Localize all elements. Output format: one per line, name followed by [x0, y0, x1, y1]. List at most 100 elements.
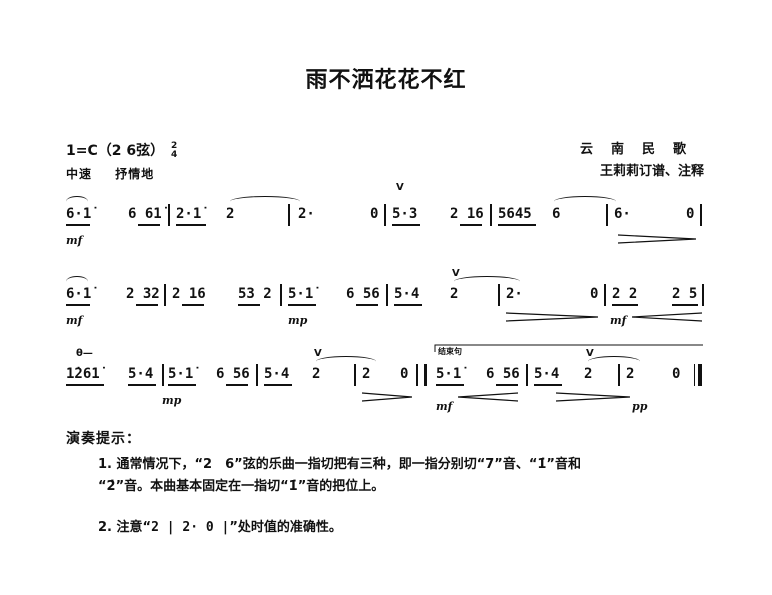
ornament-mark: V	[586, 348, 594, 359]
decrescendo-hairpin	[506, 312, 598, 322]
underline	[460, 224, 482, 226]
barline	[162, 364, 164, 386]
tempo-text: 中速	[66, 167, 93, 181]
barline	[702, 284, 704, 306]
time-sig-top: 2	[170, 141, 178, 151]
underline	[66, 224, 90, 226]
tip-2-prefix: 2. 注意“	[98, 520, 152, 535]
note-group: 6 56	[346, 286, 380, 302]
slur	[66, 276, 88, 287]
note-group: 5·4	[394, 286, 420, 302]
tip-2-suffix: ”处时值的准确性。	[229, 520, 342, 535]
final-barline	[694, 364, 702, 386]
ornament-mark: V	[396, 182, 404, 193]
underline	[496, 384, 518, 386]
note-group: 0	[370, 206, 379, 222]
time-signature: 2 4	[171, 142, 177, 160]
note-group: 5·4	[128, 366, 154, 382]
note-group: 2 16	[172, 286, 206, 302]
repeat-barline	[416, 364, 427, 386]
decrescendo-hairpin	[618, 234, 696, 244]
barline	[498, 284, 500, 306]
underline	[392, 224, 420, 226]
note-group: 0	[672, 366, 681, 382]
song-title: 雨不洒花花不红	[305, 68, 467, 93]
tie	[588, 356, 640, 367]
dynamic-marking: mf	[436, 400, 453, 413]
ornament-mark: V	[314, 348, 322, 359]
note-group: 5·4	[264, 366, 290, 382]
ornament-mark: V	[452, 268, 460, 279]
note-group: 0	[686, 206, 695, 222]
performance-tips-title: 演奏提示：	[66, 431, 141, 447]
decrescendo-hairpin	[556, 392, 630, 402]
barline	[384, 204, 386, 226]
note-group: 5645	[498, 206, 532, 222]
tie	[454, 276, 520, 287]
underline	[288, 304, 316, 306]
note-group: 2	[226, 206, 235, 222]
barline	[490, 204, 492, 226]
note-group: 2	[450, 286, 459, 302]
barline	[280, 284, 282, 306]
dynamic-marking: mp	[162, 394, 182, 407]
barline	[354, 364, 356, 386]
note-group: 2	[626, 366, 635, 382]
underline	[138, 224, 160, 226]
tip-2-notation: 2 | 2· 0 |	[151, 520, 230, 535]
note-group: 6 56	[486, 366, 520, 382]
underline	[128, 384, 156, 386]
note-group: 5·4	[534, 366, 560, 382]
section-bracket	[434, 344, 703, 352]
note-group: 2 16	[450, 206, 484, 222]
note-group: 0	[400, 366, 409, 382]
underline	[168, 384, 196, 386]
note-group: 2·	[298, 206, 315, 222]
dynamic-marking: pp	[632, 400, 648, 413]
note-group: 2	[362, 366, 371, 382]
dynamic-marking: mp	[288, 314, 308, 327]
note-group: 6·	[614, 206, 631, 222]
note-group: 5·1̇	[436, 366, 462, 382]
underline	[136, 304, 158, 306]
decrescendo-hairpin	[362, 392, 412, 402]
barline	[164, 284, 166, 306]
underline	[264, 384, 292, 386]
note-group: 2 2	[612, 286, 638, 302]
barline	[386, 284, 388, 306]
dynamic-marking: mf	[66, 234, 83, 247]
crescendo-hairpin	[632, 312, 702, 322]
slur	[66, 196, 88, 207]
underline	[66, 304, 90, 306]
underline	[672, 304, 698, 306]
underline	[436, 384, 464, 386]
key-text: 1=C（2 6弦）	[66, 143, 165, 159]
tip-2: 2. 注意“2 | 2· 0 |”处时值的准确性。	[98, 516, 342, 535]
mood-text: 抒情地	[115, 167, 155, 181]
note-group: 6	[552, 206, 561, 222]
underline	[238, 304, 260, 306]
barline	[700, 204, 702, 226]
underline	[612, 304, 638, 306]
staff-line-1: 6·1̇ 6 61̇ 2·1̇ 2 2· 0 V 5·3 2 16 5645 6…	[66, 182, 706, 260]
staff-line-3: θ— 1̇261̇ 5·4 5·1̇ 6 56 5·4 V 2 2 0 结束句 …	[66, 344, 706, 420]
underline	[356, 304, 378, 306]
note-group: 2	[584, 366, 593, 382]
note-group: 2·	[506, 286, 523, 302]
note-group: 2 32	[126, 286, 160, 302]
barline	[618, 364, 620, 386]
dynamic-marking: mf	[66, 314, 83, 327]
note-group: 2	[312, 366, 321, 382]
note-group: 2 5	[672, 286, 698, 302]
crescendo-hairpin	[458, 392, 518, 402]
note-group: 1̇261̇	[66, 366, 100, 382]
staff-line-2: 6·1̇ 2 32 2 16 53 2 5·1̇ 6 56 5·4 V 2 2·…	[66, 268, 706, 340]
note-group: 53 2	[238, 286, 272, 302]
barline	[604, 284, 606, 306]
note-group: 0	[590, 286, 599, 302]
barline	[526, 364, 528, 386]
note-group: 6·1̇	[66, 206, 92, 222]
note-group: 5·3	[392, 206, 418, 222]
underline	[176, 224, 206, 226]
note-group: 5·1̇	[288, 286, 314, 302]
